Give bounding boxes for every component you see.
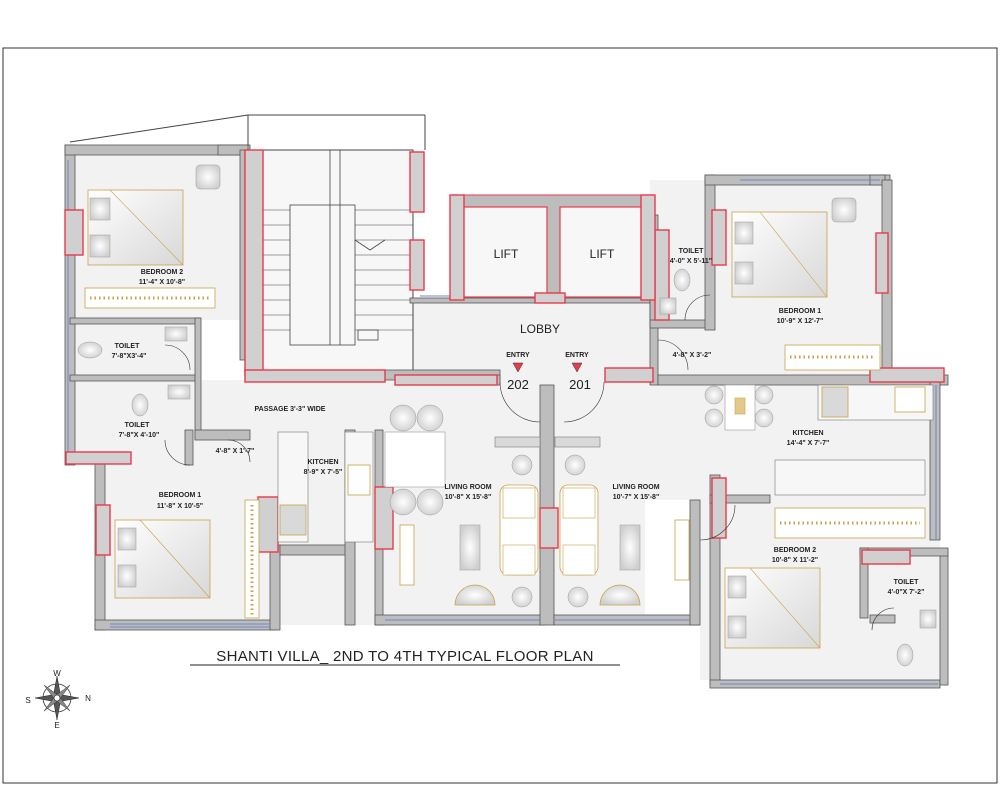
flat201-toilet2-name: TOILET <box>894 579 919 586</box>
flat202-toilet2-name: TOILET <box>125 422 150 429</box>
entry-201-label: ENTRY <box>565 352 589 359</box>
flat201-kitchen-size: 14'-4" X 7'-7" <box>787 440 830 447</box>
flat202-living-size: 10'-8" X 15'-8" <box>445 494 492 501</box>
flat202-bedroom1-size: 11'-8" X 10'-5" <box>157 503 203 510</box>
flat202-bedroom2-name: BEDROOM 2 <box>141 269 184 276</box>
lift-shafts <box>449 194 656 301</box>
flat201-toilet1-size: 4'-0" X 5'-11" <box>670 258 712 265</box>
lift-2-label: LIFT <box>590 247 615 261</box>
flat202-bedroom2-size: 11'-4" X 10'-8" <box>139 279 185 286</box>
flat201-toilet2-size: 4'-0"X 7'-2" <box>888 589 925 596</box>
flat202-bedroom1-name: BEDROOM 1 <box>159 492 202 499</box>
compass-w: W <box>53 669 61 678</box>
plan-title: SHANTI VILLA_ 2ND TO 4TH TYPICAL FLOOR P… <box>216 648 593 665</box>
compass-e: E <box>54 721 59 730</box>
flat201-bedroom1-size: 10'-9" X 12'-7" <box>777 318 824 325</box>
flat201-toilet1-name: TOILET <box>679 248 704 255</box>
compass-rose <box>34 675 80 721</box>
entry-arrow-201 <box>571 362 583 373</box>
flat201-kitchen-name: KITCHEN <box>792 430 823 437</box>
flat201-lobby-size: 4'-8" X 3'-2" <box>673 352 712 359</box>
entry-202-label: ENTRY <box>506 352 530 359</box>
flat201-living-size: 10'-7" X 15'-8" <box>613 494 660 501</box>
flat202-toilet1-name: TOILET <box>115 343 140 350</box>
lift-1-label: LIFT <box>494 247 519 261</box>
columns <box>64 149 945 565</box>
flat202-toilet1-size: 7'-8"X3'-4" <box>112 353 147 360</box>
lobby-label: LOBBY <box>520 322 560 336</box>
staircase <box>247 114 426 376</box>
flat202-toilet2-size: 7'-8"X 4'-10" <box>119 432 160 439</box>
flat201-bedroom1-name: BEDROOM 1 <box>779 308 822 315</box>
flat-202-number: 202 <box>507 377 529 392</box>
compass-s: S <box>25 696 30 705</box>
flat202-living-name: LIVING ROOM <box>444 484 491 491</box>
balcony-edge <box>69 114 249 143</box>
flat202-kitchen-name: KITCHEN <box>307 459 338 466</box>
entry-arrow-202 <box>512 362 524 373</box>
flat201-bedroom2-name: BEDROOM 2 <box>774 547 817 554</box>
flat-201-number: 201 <box>569 377 591 392</box>
door-swings <box>164 294 895 631</box>
compass-n: N <box>85 694 91 703</box>
flat202-kitchen-size: 8'-9" X 7'-5" <box>304 469 343 476</box>
flat202-lobby-size: 4'-8" X 1'-7" <box>216 448 255 455</box>
passage-label: PASSAGE 3'-3" WIDE <box>255 406 326 413</box>
furniture <box>77 164 937 667</box>
flat201-living-name: LIVING ROOM <box>612 484 659 491</box>
flat201-bedroom2-size: 10'-8" X 11'-2" <box>772 557 818 564</box>
